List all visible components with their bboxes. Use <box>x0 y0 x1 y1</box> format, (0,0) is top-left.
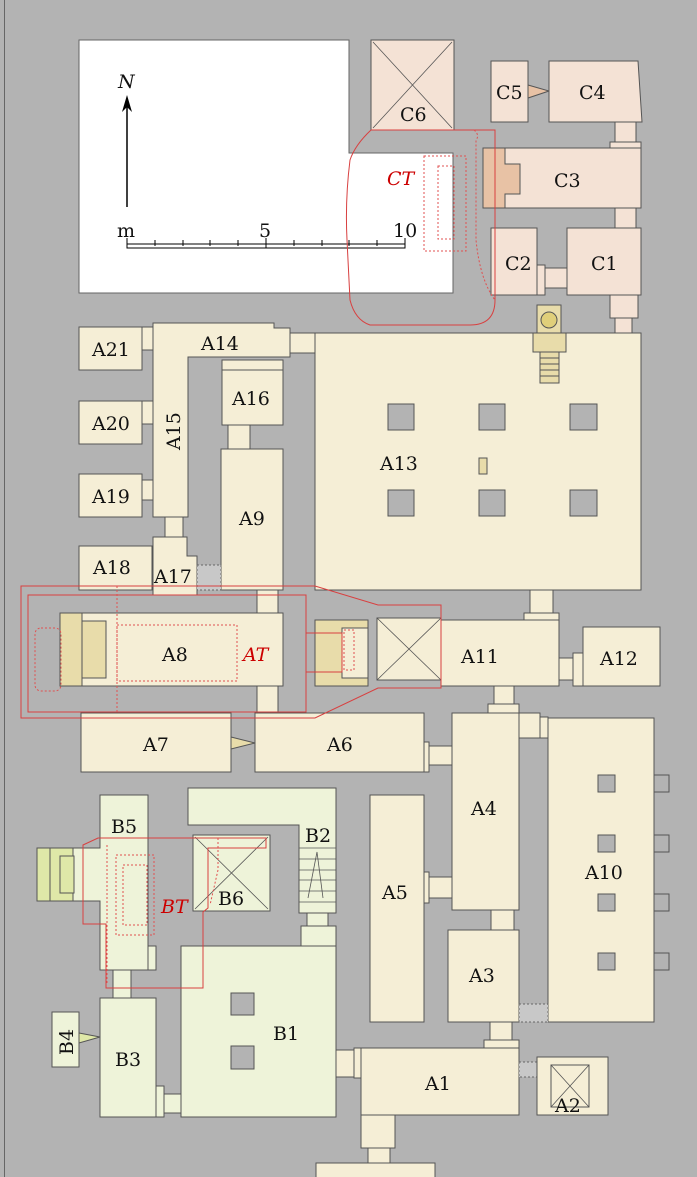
room-label-a16: A16 <box>231 388 270 410</box>
group-a <box>59 304 670 1177</box>
room-label-c2: C2 <box>505 253 532 275</box>
room-label-b4: B4 <box>56 1029 78 1055</box>
room-label-a3: A3 <box>468 965 495 987</box>
tomb-label-ct: CT <box>387 168 416 190</box>
well-icon <box>540 311 558 329</box>
room-label-b2: B2 <box>305 825 331 847</box>
room-label-a11: A11 <box>460 646 499 668</box>
room-label-a15: A15 <box>163 412 185 451</box>
room-label-a9: A9 <box>238 508 265 530</box>
tomb-ct-outline <box>345 129 496 326</box>
legend: N m 5 10 <box>78 39 454 294</box>
room-label-c6: C6 <box>400 104 427 126</box>
room-label-b6: B6 <box>218 888 244 910</box>
room-label-c4: C4 <box>579 82 606 104</box>
room-label-a13: A13 <box>379 453 418 475</box>
room-label-a10: A10 <box>584 862 623 884</box>
room-label-a18: A18 <box>92 557 131 579</box>
group-c <box>370 39 643 334</box>
room-label-a8: A8 <box>161 644 188 666</box>
room-label-a19: A19 <box>91 486 130 508</box>
tomb-label-bt: BT <box>160 896 189 918</box>
room-label-a12: A12 <box>599 648 638 670</box>
north-arrow-head <box>122 95 132 112</box>
room-label-a7: A7 <box>142 734 169 756</box>
north-label: N <box>117 71 136 93</box>
room-label-a6: A6 <box>326 734 353 756</box>
scale-10: 10 <box>393 220 417 242</box>
room-label-a5: A5 <box>381 882 408 904</box>
room-label-a20: A20 <box>91 413 130 435</box>
room-label-a2: A2 <box>554 1095 581 1117</box>
room-labels: C6 C5 C4 C3 C2 C1 CT A21 A14 A16 A20 A15… <box>56 82 638 1117</box>
tomb-at-outline <box>20 585 442 719</box>
room-label-a21: A21 <box>91 339 130 361</box>
room-label-b5: B5 <box>111 816 137 838</box>
room-label-a1: A1 <box>424 1073 451 1095</box>
room-label-a4: A4 <box>470 798 497 820</box>
room-label-c3: C3 <box>554 170 581 192</box>
room-label-c1: C1 <box>591 253 618 275</box>
room-label-b3: B3 <box>115 1049 141 1071</box>
tomb-bt-outline <box>82 837 267 989</box>
scale-5: 5 <box>259 220 271 242</box>
scale-bar <box>126 238 406 249</box>
room-label-b1: B1 <box>273 1023 299 1045</box>
room-label-a14: A14 <box>200 333 239 355</box>
scale-unit: m <box>117 220 135 242</box>
room-label-c5: C5 <box>496 82 523 104</box>
room-label-a17: A17 <box>153 566 192 588</box>
tomb-label-at: AT <box>241 644 270 666</box>
